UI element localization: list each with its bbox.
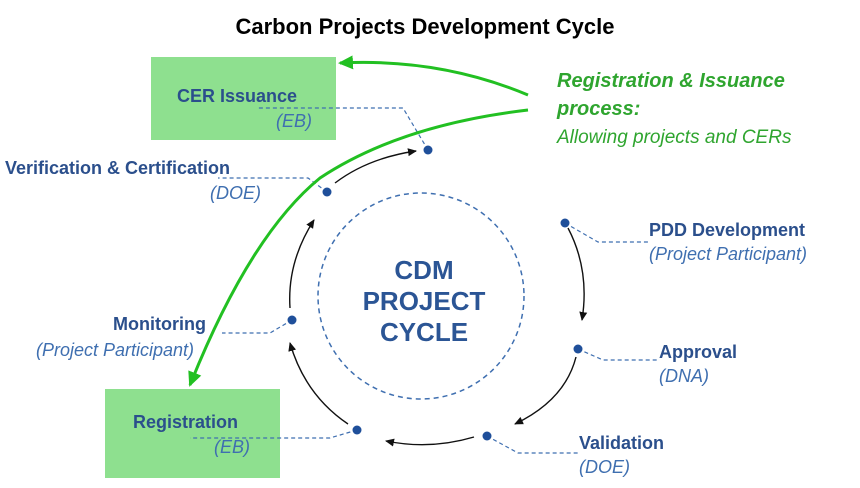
stage-monitoring-label: Monitoring — [113, 314, 206, 334]
stage-nodes — [287, 145, 583, 441]
stage-verification-actor: (DOE) — [210, 183, 261, 203]
process-title-line1: Registration & Issuance — [557, 70, 785, 92]
center-label-cdm: CDM — [394, 255, 454, 285]
stage-approval-actor: (DNA) — [659, 366, 709, 386]
cer-issuance-box — [151, 57, 336, 140]
stage-validation-actor: (DOE) — [579, 457, 630, 477]
registration-box — [105, 389, 280, 478]
cycle-arrows — [288, 148, 588, 447]
process-arrows — [188, 55, 529, 387]
process-title-line2: process: — [557, 98, 641, 120]
leader-lines — [190, 107, 657, 454]
stage-registration-actor: (EB) — [214, 437, 250, 457]
stage-monitoring-actor: (Project Participant) — [36, 340, 195, 360]
center-label-project: PROJECT — [362, 286, 486, 316]
inner-dashed-circle — [317, 192, 525, 400]
stage-verification-label: Verification & Certification — [5, 158, 231, 178]
stage-issuance-label: CER Issuance — [177, 86, 298, 106]
process-subtitle: Allowing projects and CERs — [557, 127, 792, 148]
stage-pdd-label: PDD Development — [649, 220, 806, 240]
stage-registration-label: Registration — [133, 412, 239, 432]
center-label-cycle: CYCLE — [379, 317, 469, 347]
stage-issuance-actor: (EB) — [276, 111, 312, 131]
stage-validation-label: Validation — [579, 433, 665, 453]
page-title: Carbon Projects Development Cycle — [235, 14, 615, 39]
stage-approval-label: Approval — [659, 342, 738, 362]
stage-pdd-actor: (Project Participant) — [649, 244, 808, 264]
